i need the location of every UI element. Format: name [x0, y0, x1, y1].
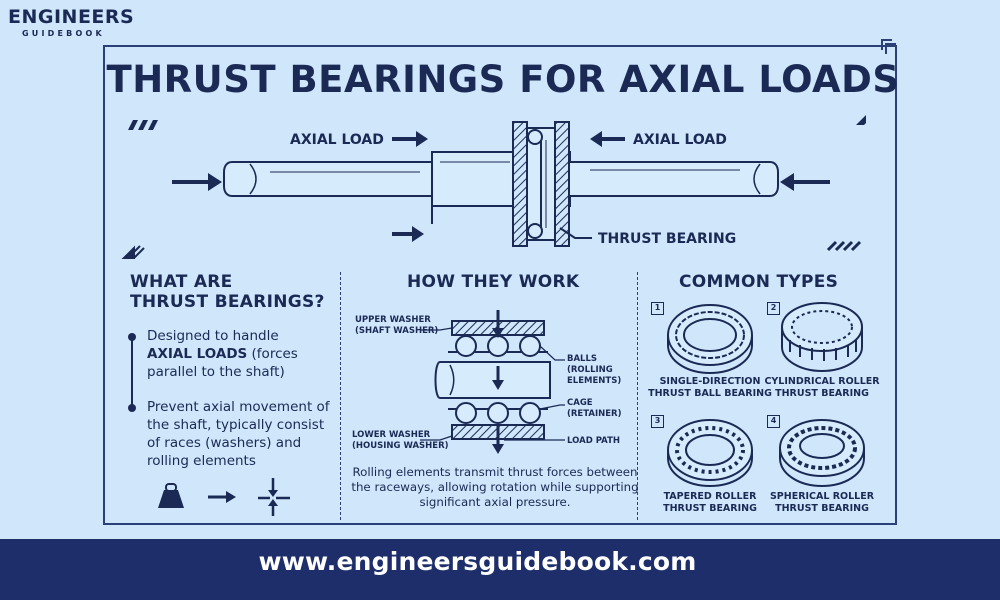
- type-3-label-line1: TAPERED ROLLER: [663, 491, 757, 502]
- tapered-roller-bearing-drawing: [667, 419, 753, 488]
- type-3-label-line2: THRUST BEARING: [663, 503, 757, 514]
- type-1-label: SINGLE-DIRECTION THRUST BALL BEARING: [640, 376, 780, 400]
- type-2-label-line1: CYLINDRICAL ROLLER: [764, 376, 880, 387]
- axial-load-left-label: AXIAL LOAD: [290, 132, 384, 148]
- weight-icon: [158, 483, 184, 508]
- footer-url-link[interactable]: www.engineersguidebook.com: [258, 547, 697, 576]
- load-path-label: LOAD PATH: [567, 436, 620, 446]
- compress-arrows-icon: [258, 478, 290, 516]
- type-4-number: 4: [767, 415, 780, 428]
- type-2-label: CYLINDRICAL ROLLER THRUST BEARING: [752, 376, 892, 400]
- spherical-roller-bearing-drawing: [779, 419, 865, 488]
- hatch-mark-left-top: [128, 120, 158, 130]
- type-1-label-line1: SINGLE-DIRECTION: [659, 376, 761, 387]
- bullet-1-text: Designed to handle AXIAL LOADS (forces p…: [147, 327, 337, 381]
- section-what-title-line2: THRUST BEARINGS?: [130, 292, 325, 312]
- type-3-number: 3: [651, 415, 664, 428]
- balls-label: BALLS: [567, 354, 597, 364]
- bullet-dot-1: [128, 333, 136, 341]
- section-what-title: WHAT ARE THRUST BEARINGS?: [130, 272, 325, 312]
- how-description: Rolling elements transmit thrust forces …: [351, 465, 639, 509]
- cage-label: CAGE: [567, 398, 593, 408]
- corner-mark-icon: [881, 39, 896, 54]
- type-1-number: 1: [651, 302, 664, 315]
- lower-washer-label: LOWER WASHER: [352, 430, 431, 440]
- cage-sub-label: (RETAINER): [567, 409, 622, 419]
- shaft: [223, 151, 779, 224]
- bullet-2-text: Prevent axial movement of the shaft, typ…: [147, 399, 330, 469]
- type-4-label: SPHERICAL ROLLER THRUST BEARING: [752, 491, 892, 515]
- type-2-label-line2: THRUST BEARING: [775, 388, 869, 399]
- logo-main-text: ENGINEERS: [8, 6, 135, 28]
- bullet-connector: [131, 338, 133, 410]
- type-3-label: TAPERED ROLLER THRUST BEARING: [640, 491, 780, 515]
- axial-load-arrows: [172, 131, 830, 242]
- logo-sub-text: GUIDEBOOK: [22, 29, 105, 38]
- section-what-title-line1: WHAT ARE: [130, 272, 233, 292]
- bullet-1-rest: (forces parallel to the shaft): [147, 346, 298, 380]
- bearing-cross-section: [420, 310, 565, 454]
- axial-load-right-label: AXIAL LOAD: [633, 132, 727, 148]
- balls-sub-label-1: (ROLLING: [567, 365, 613, 375]
- thrust-bearing-label: THRUST BEARING: [598, 231, 736, 247]
- type-2-number: 2: [767, 302, 780, 315]
- hatch-mark-left-bottom: [121, 245, 145, 259]
- column-divider-right: [637, 272, 638, 520]
- footer-bar: [0, 539, 1000, 600]
- cylindrical-roller-bearing-drawing: [781, 302, 863, 373]
- upper-washer-sub-label: (SHAFT WASHER): [355, 326, 438, 336]
- single-direction-ball-bearing-drawing: [667, 304, 753, 375]
- page-title: THRUST BEARINGS FOR AXIAL LOADS: [106, 58, 900, 101]
- balls-sub-label-2: ELEMENTS): [567, 376, 621, 386]
- hatch-mark-right-bottom: [826, 240, 862, 252]
- type-1-label-line2: THRUST BALL BEARING: [648, 388, 772, 399]
- hatch-mark-right-top: [856, 115, 866, 125]
- section-how-title: HOW THEY WORK: [407, 272, 580, 292]
- section-types-title: COMMON TYPES: [679, 272, 839, 292]
- type-4-label-line2: THRUST BEARING: [775, 503, 869, 514]
- bullet-1-emphasis: AXIAL LOADS: [147, 346, 248, 362]
- right-arrow-icon: [208, 491, 236, 503]
- lower-washer-sub-label: (HOUSING WASHER): [352, 441, 449, 451]
- upper-washer-label: UPPER WASHER: [355, 315, 431, 325]
- bullet-1-intro: Designed to handle: [147, 328, 279, 344]
- poster-frame: [103, 45, 897, 525]
- thrust-bearing-assembly: [512, 121, 570, 247]
- column-divider-left: [340, 272, 341, 520]
- type-4-label-line1: SPHERICAL ROLLER: [769, 491, 875, 502]
- logo: ENGINEERS GUIDEBOOK: [8, 6, 134, 38]
- bullet-dot-2: [128, 404, 136, 412]
